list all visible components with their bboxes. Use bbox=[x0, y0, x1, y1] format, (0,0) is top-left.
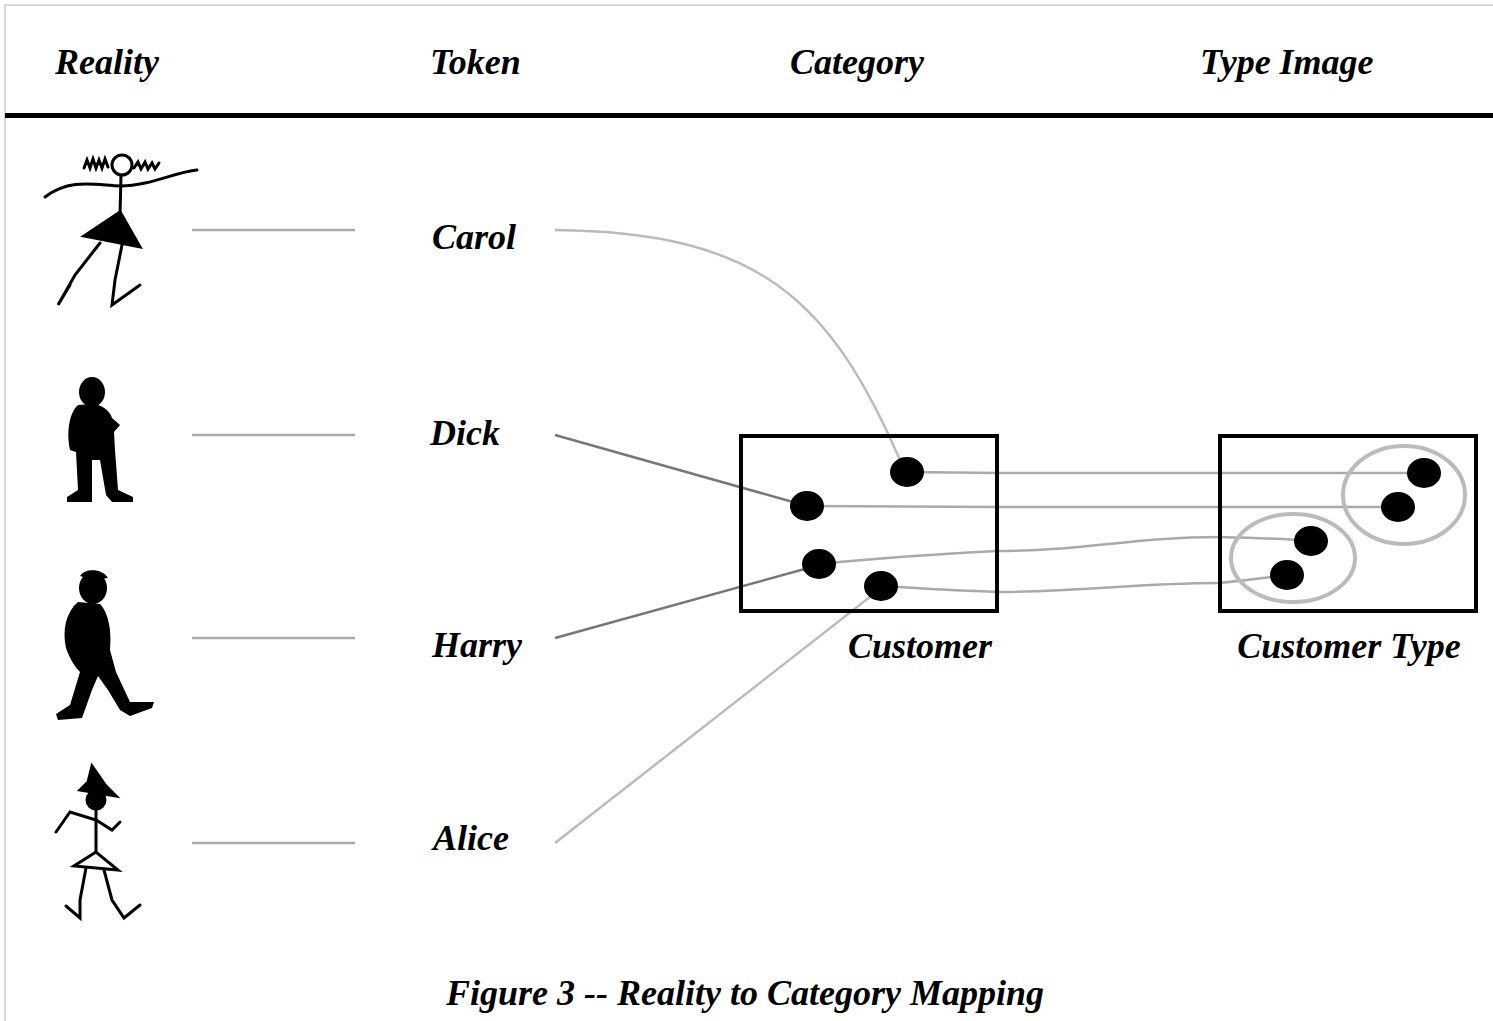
leg bbox=[58, 243, 100, 305]
group-ellipse bbox=[1343, 446, 1465, 544]
instance-dot bbox=[1407, 458, 1441, 488]
stick-figure bbox=[56, 766, 140, 918]
token-name: Dick bbox=[430, 412, 500, 455]
mapping-line bbox=[555, 435, 800, 504]
leader-line bbox=[192, 229, 355, 232]
instance-dot bbox=[802, 549, 836, 579]
box-label: Customer Type bbox=[1237, 625, 1461, 668]
head bbox=[112, 155, 132, 175]
column-header: Type Image bbox=[1200, 41, 1374, 84]
body bbox=[95, 809, 98, 852]
instance-dot bbox=[1294, 526, 1328, 556]
category-box: Customer Type bbox=[1218, 434, 1478, 613]
silhouette-man bbox=[56, 570, 154, 720]
instance-dots bbox=[790, 457, 1441, 601]
category-box: Customer bbox=[739, 434, 999, 613]
head bbox=[87, 791, 105, 809]
leg bbox=[112, 245, 140, 305]
mapping-connector bbox=[997, 583, 1220, 592]
box-label: Customer bbox=[848, 625, 992, 668]
skirt bbox=[74, 852, 118, 870]
instance-dot bbox=[1381, 492, 1415, 522]
mapping-line bbox=[1218, 472, 1424, 475]
leg bbox=[66, 868, 86, 918]
silhouette-man bbox=[67, 377, 133, 502]
column-header: Token bbox=[430, 41, 521, 84]
leg bbox=[104, 870, 140, 918]
mapping-line bbox=[555, 593, 875, 843]
cap bbox=[80, 570, 108, 580]
mapping-connector bbox=[997, 537, 1220, 551]
mapping-line bbox=[807, 506, 999, 507]
body bbox=[56, 602, 154, 720]
arm bbox=[96, 820, 120, 830]
mapping-line bbox=[555, 230, 900, 460]
arm bbox=[56, 812, 96, 832]
hair bbox=[134, 162, 159, 169]
instance-dot bbox=[790, 491, 824, 521]
instance-dot bbox=[1270, 560, 1304, 590]
hair bbox=[84, 159, 108, 168]
leader-lines bbox=[192, 230, 355, 843]
figure-caption: Figure 3 -- Reality to Category Mapping bbox=[446, 972, 1044, 1015]
mapping-line bbox=[881, 586, 999, 592]
group-ellipse bbox=[1231, 514, 1355, 602]
mapping-line bbox=[819, 551, 999, 564]
skirt bbox=[84, 212, 140, 247]
token-name: Harry bbox=[432, 624, 522, 667]
column-header: Category bbox=[790, 41, 924, 84]
column-header: Reality bbox=[55, 41, 159, 84]
head bbox=[79, 377, 105, 407]
stick-figure bbox=[45, 155, 197, 305]
token-name: Alice bbox=[433, 817, 509, 860]
mapping-line bbox=[807, 472, 1424, 592]
body bbox=[120, 176, 121, 215]
mapping-connector bbox=[997, 472, 1220, 475]
mapping-line bbox=[555, 567, 812, 638]
leader-line bbox=[192, 637, 355, 640]
page-frame bbox=[5, 5, 1493, 1021]
leader-line bbox=[192, 434, 355, 437]
mapping-line bbox=[1218, 506, 1398, 509]
mapping-connector bbox=[997, 506, 1220, 509]
body bbox=[67, 404, 133, 502]
leader-line bbox=[192, 842, 355, 845]
header-rule bbox=[5, 113, 1493, 118]
instance-dot bbox=[864, 571, 898, 601]
instance-dot bbox=[890, 457, 924, 487]
token-name: Carol bbox=[432, 216, 516, 259]
